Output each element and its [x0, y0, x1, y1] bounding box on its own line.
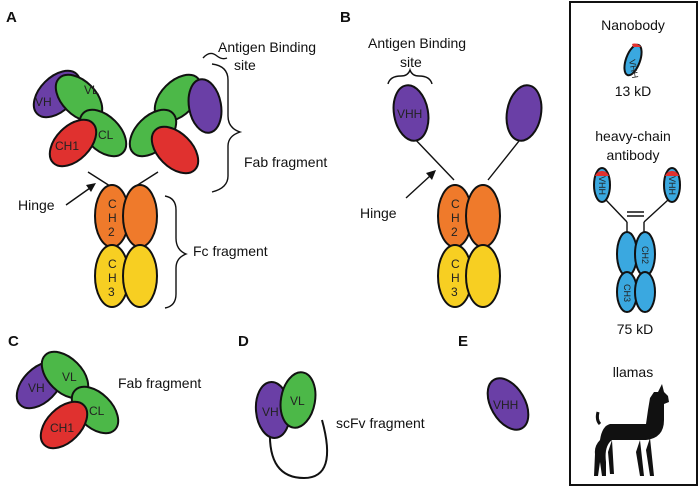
fc-region-a: [94, 184, 158, 308]
antigen-site-label-b: Antigen Binding: [368, 35, 466, 51]
ch3-vertical-label-b: CH3: [451, 257, 460, 299]
right-fab-arm-a: [128, 73, 223, 175]
ch2-vertical-label-a: CH2: [108, 197, 117, 239]
hinge-lines-a: [87, 171, 159, 187]
vl-label-d: VL: [290, 394, 305, 408]
ch3-vertical-label-a: CH3: [108, 257, 117, 299]
hinge-lines-b: [411, 135, 524, 181]
svg-text:C: C: [108, 257, 117, 271]
hinge-arrowhead-b: [426, 170, 436, 180]
panel-label-d: D: [238, 333, 249, 350]
nanobody-title: Nanobody: [601, 17, 665, 33]
ch2-domain-right: [122, 184, 158, 248]
cl-label: CL: [98, 128, 114, 142]
svg-text:C: C: [451, 257, 460, 271]
nanobody-vhh-label: VHH: [627, 59, 640, 79]
ch2-vertical-label-b: CH2: [451, 197, 460, 239]
ch1-domain: [48, 118, 98, 168]
ch1-label: CH1: [55, 139, 79, 153]
ch3-domain-right-b: [465, 244, 501, 308]
vl-label: VL: [84, 83, 99, 97]
left-fab-arm-a: [32, 69, 128, 168]
fab-label-a: Fab fragment: [244, 154, 327, 170]
antigen-site-brace-a: [202, 52, 228, 60]
vl-label-c: VL: [62, 370, 77, 384]
fab-label-c: Fab fragment: [118, 375, 201, 391]
hinge-label-a: Hinge: [18, 197, 55, 213]
sidebar-frame: [569, 1, 698, 486]
cl-label-c: CL: [89, 404, 105, 418]
vhh-domain-right: [505, 84, 543, 142]
ch1-domain-right: [150, 125, 200, 175]
panel-label-a: A: [6, 9, 17, 26]
fc-brace-a: [164, 195, 188, 309]
ch1-label-c: CH1: [50, 421, 74, 435]
hinge-arrow-a: [65, 187, 91, 206]
vh-label-c: VH: [28, 381, 45, 395]
vh-domain-right: [187, 78, 223, 134]
svg-text:3: 3: [451, 285, 458, 299]
nanobody-icon: [623, 43, 643, 77]
fab-fragment-c: [15, 350, 120, 450]
ch3-domain-right: [122, 244, 158, 308]
antigen-site-label-a: Antigen Binding: [218, 39, 316, 55]
panel-label-e: E: [458, 333, 468, 350]
antigen-site-brace-b: [387, 67, 433, 85]
hinge-label-b: Hinge: [360, 205, 397, 221]
vhh-label-e: VHH: [493, 398, 518, 412]
hinge-arrowhead-a: [86, 183, 96, 192]
antigen-site-label-b-line2: site: [400, 54, 422, 70]
ch2-domain-right-b: [465, 184, 501, 248]
vhh-domain-e: [486, 377, 530, 431]
panel-label-c: C: [8, 333, 19, 350]
hcab-mass: 75 kD: [617, 321, 654, 337]
svg-text:C: C: [108, 197, 117, 211]
vh-label-d: VH: [262, 405, 279, 419]
svg-text:2: 2: [108, 225, 115, 239]
svg-text:3: 3: [108, 285, 115, 299]
svg-text:H: H: [451, 211, 460, 225]
llama-tail: [595, 411, 602, 426]
vh-label: VH: [35, 95, 52, 109]
hcab-vhh-label-right: VHH: [667, 176, 677, 195]
hinge-arrow-b: [405, 175, 431, 199]
svg-text:2: 2: [451, 225, 458, 239]
hcab-ch3-label: CH3: [622, 284, 632, 302]
ch1-domain-c: [39, 400, 89, 450]
svg-text:H: H: [108, 211, 117, 225]
fc-region-b: [437, 184, 501, 308]
antigen-site-label-a-line2: site: [234, 57, 256, 73]
hcab-ch2-label: CH2: [640, 246, 650, 264]
scfv-label-d: scFv fragment: [336, 415, 425, 431]
vl-domain-d: [279, 371, 317, 429]
hcab-vhh-label-left: VHH: [597, 176, 607, 195]
svg-text:H: H: [108, 271, 117, 285]
nanobody-mass: 13 kD: [615, 83, 652, 99]
panel-label-b: B: [340, 9, 351, 26]
fc-label-a: Fc fragment: [193, 243, 268, 259]
llamas-title: llamas: [613, 364, 653, 380]
hcab-title-line2: antibody: [607, 147, 660, 163]
heavy-chain-antibody-icon: [593, 167, 681, 313]
vhh-label-b: VHH: [397, 107, 422, 121]
fab-brace-a: [211, 63, 243, 193]
svg-text:C: C: [451, 197, 460, 211]
svg-text:H: H: [451, 271, 460, 285]
vhh-domain-left: [392, 84, 430, 142]
llama-silhouette-icon: [594, 384, 669, 476]
scfv-linker: [268, 419, 329, 480]
hcab-title-line1: heavy-chain: [595, 128, 671, 144]
